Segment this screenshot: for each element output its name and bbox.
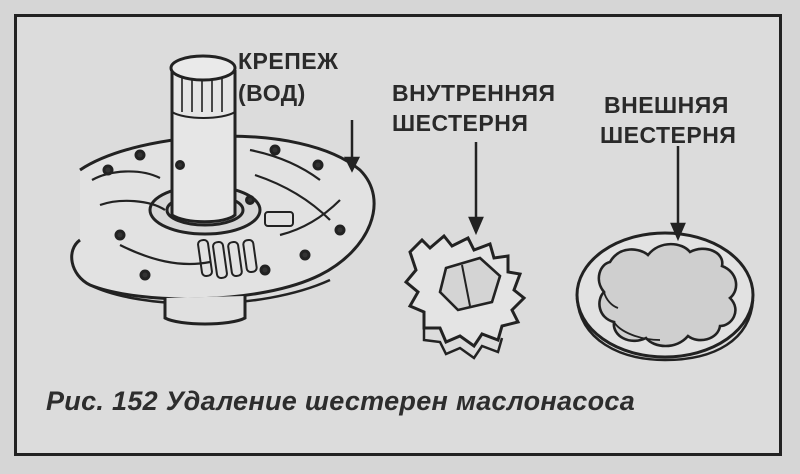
label-outer-gear-line2: ШЕСТЕРНЯ [600, 122, 737, 148]
pointer-outer-gear [670, 146, 686, 242]
label-outer-gear-line1: ВНЕШНЯЯ [604, 92, 729, 118]
pump-stator-plate [70, 54, 376, 326]
label-inner-gear-line2: ШЕСТЕРНЯ [392, 110, 529, 136]
label-fastener-line1: КРЕПЕЖ [238, 48, 339, 74]
pointer-fastener [343, 120, 361, 173]
label-inner-gear-line1: ВНУТРЕННЯЯ [392, 80, 556, 106]
inner-gear [403, 233, 527, 360]
pointer-inner-gear [468, 142, 484, 236]
label-fastener-line2: (ВОД) [238, 80, 306, 106]
figure-caption: Рис. 152 Удаление шестерен маслонасоса [46, 386, 636, 416]
outer-gear [575, 231, 755, 362]
